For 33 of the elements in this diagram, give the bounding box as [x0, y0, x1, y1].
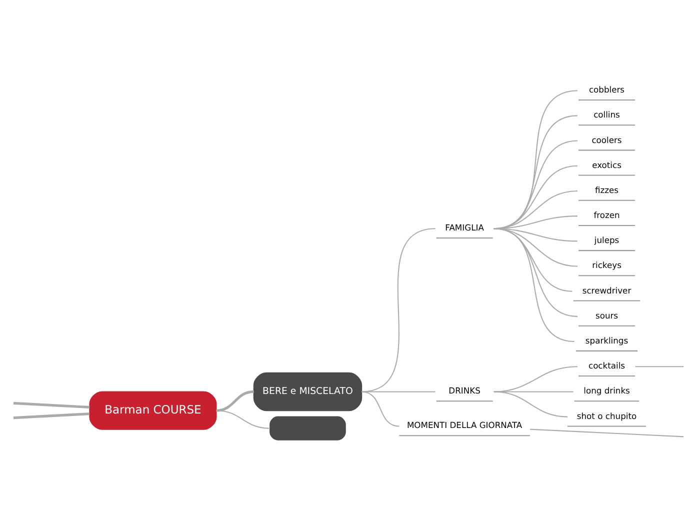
node-box: Barman COURSE	[89, 390, 217, 430]
node-text: cocktails	[588, 360, 626, 370]
node-text: long drinks	[584, 385, 630, 396]
node-text: rickeys	[592, 260, 622, 270]
connector	[494, 390, 574, 392]
connector	[362, 390, 436, 392]
connector	[530, 428, 684, 437]
connector	[13, 412, 90, 419]
connector	[216, 390, 254, 412]
node-text: sours	[595, 310, 618, 320]
node-text: coolers	[592, 134, 622, 144]
connector	[494, 390, 568, 417]
node-text: screwdriver	[582, 284, 632, 295]
connector	[494, 366, 578, 392]
node-text: sparklings	[585, 335, 628, 346]
node-text: shot o chupito	[576, 410, 637, 420]
node-box: BERE e MISCELATO	[253, 372, 362, 411]
connector	[362, 390, 400, 426]
node-text: frozen	[594, 210, 620, 220]
node-text: MOMENTI DELLA GIORNATA	[406, 420, 522, 430]
node-text: collins	[594, 109, 620, 120]
node-text: cobblers	[588, 84, 625, 94]
node-text: exotics	[592, 159, 622, 170]
connector	[216, 410, 270, 428]
node-box	[270, 416, 346, 440]
node-text: fizzes	[594, 184, 619, 194]
connector	[361, 228, 436, 392]
node-text: FAMIGLIA	[445, 222, 484, 232]
connector	[635, 366, 684, 367]
connector	[494, 228, 574, 342]
node-text: DRINKS	[448, 385, 480, 396]
connector	[13, 401, 90, 408]
node-text: juleps	[594, 234, 620, 245]
